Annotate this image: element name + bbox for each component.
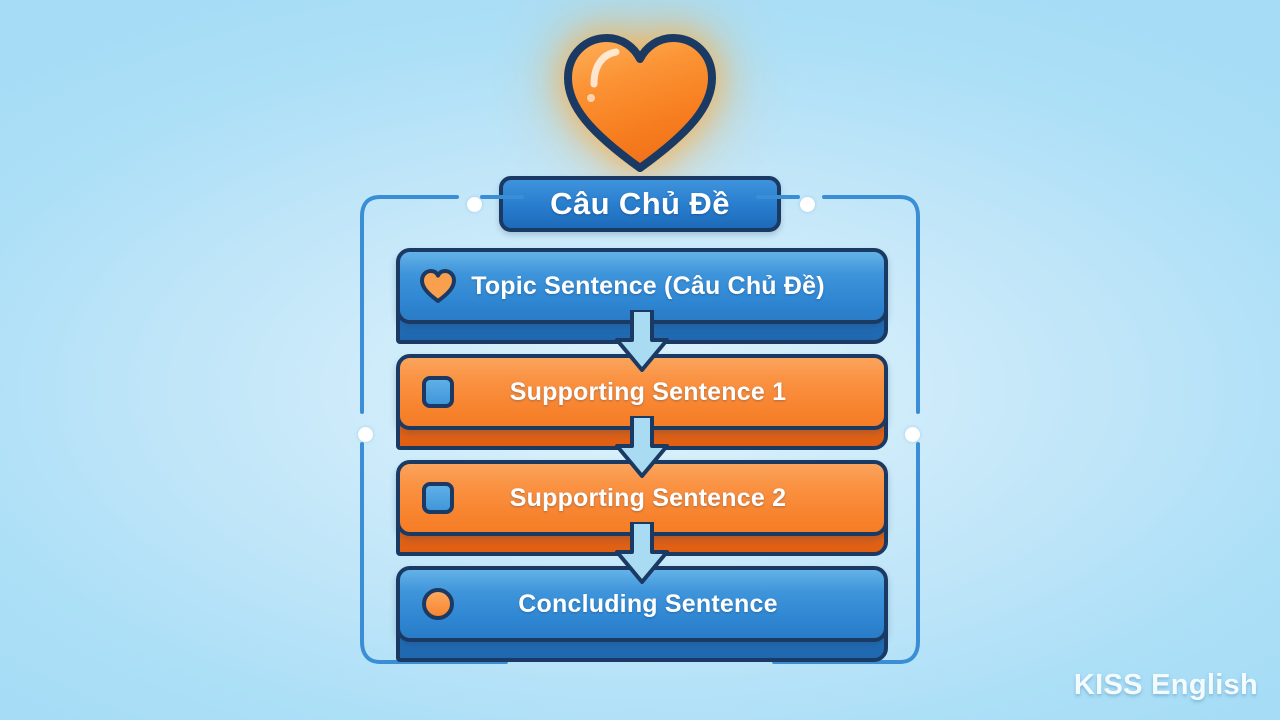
arrow-down-icon <box>614 416 670 478</box>
frame-dot-top-left <box>467 197 482 212</box>
square-icon <box>418 372 458 412</box>
frame-dot-mid-right <box>905 427 920 442</box>
circle-icon <box>418 584 458 624</box>
step-label: Concluding Sentence <box>518 589 778 618</box>
step-bar: Topic Sentence (Câu Chủ Đề) <box>396 248 888 324</box>
page-title: Câu Chủ Đề <box>550 186 730 221</box>
hero-heart-icon <box>560 28 720 176</box>
frame-dot-mid-left <box>358 427 373 442</box>
step-label: Supporting Sentence 2 <box>509 483 787 512</box>
page-title-badge: Câu Chủ Đề <box>499 176 781 232</box>
arrow-down-icon <box>614 522 670 584</box>
square-icon <box>418 478 458 518</box>
steps-stack: Topic Sentence (Câu Chủ Đề) Supporting S… <box>396 248 888 662</box>
heart-icon <box>418 266 458 306</box>
step-label: Topic Sentence (Câu Chủ Đề) <box>471 271 825 300</box>
arrow-down-icon <box>614 310 670 372</box>
frame-dot-top-right <box>800 197 815 212</box>
step-label: Supporting Sentence 1 <box>509 377 787 406</box>
watermark: KISS English <box>1073 669 1258 701</box>
